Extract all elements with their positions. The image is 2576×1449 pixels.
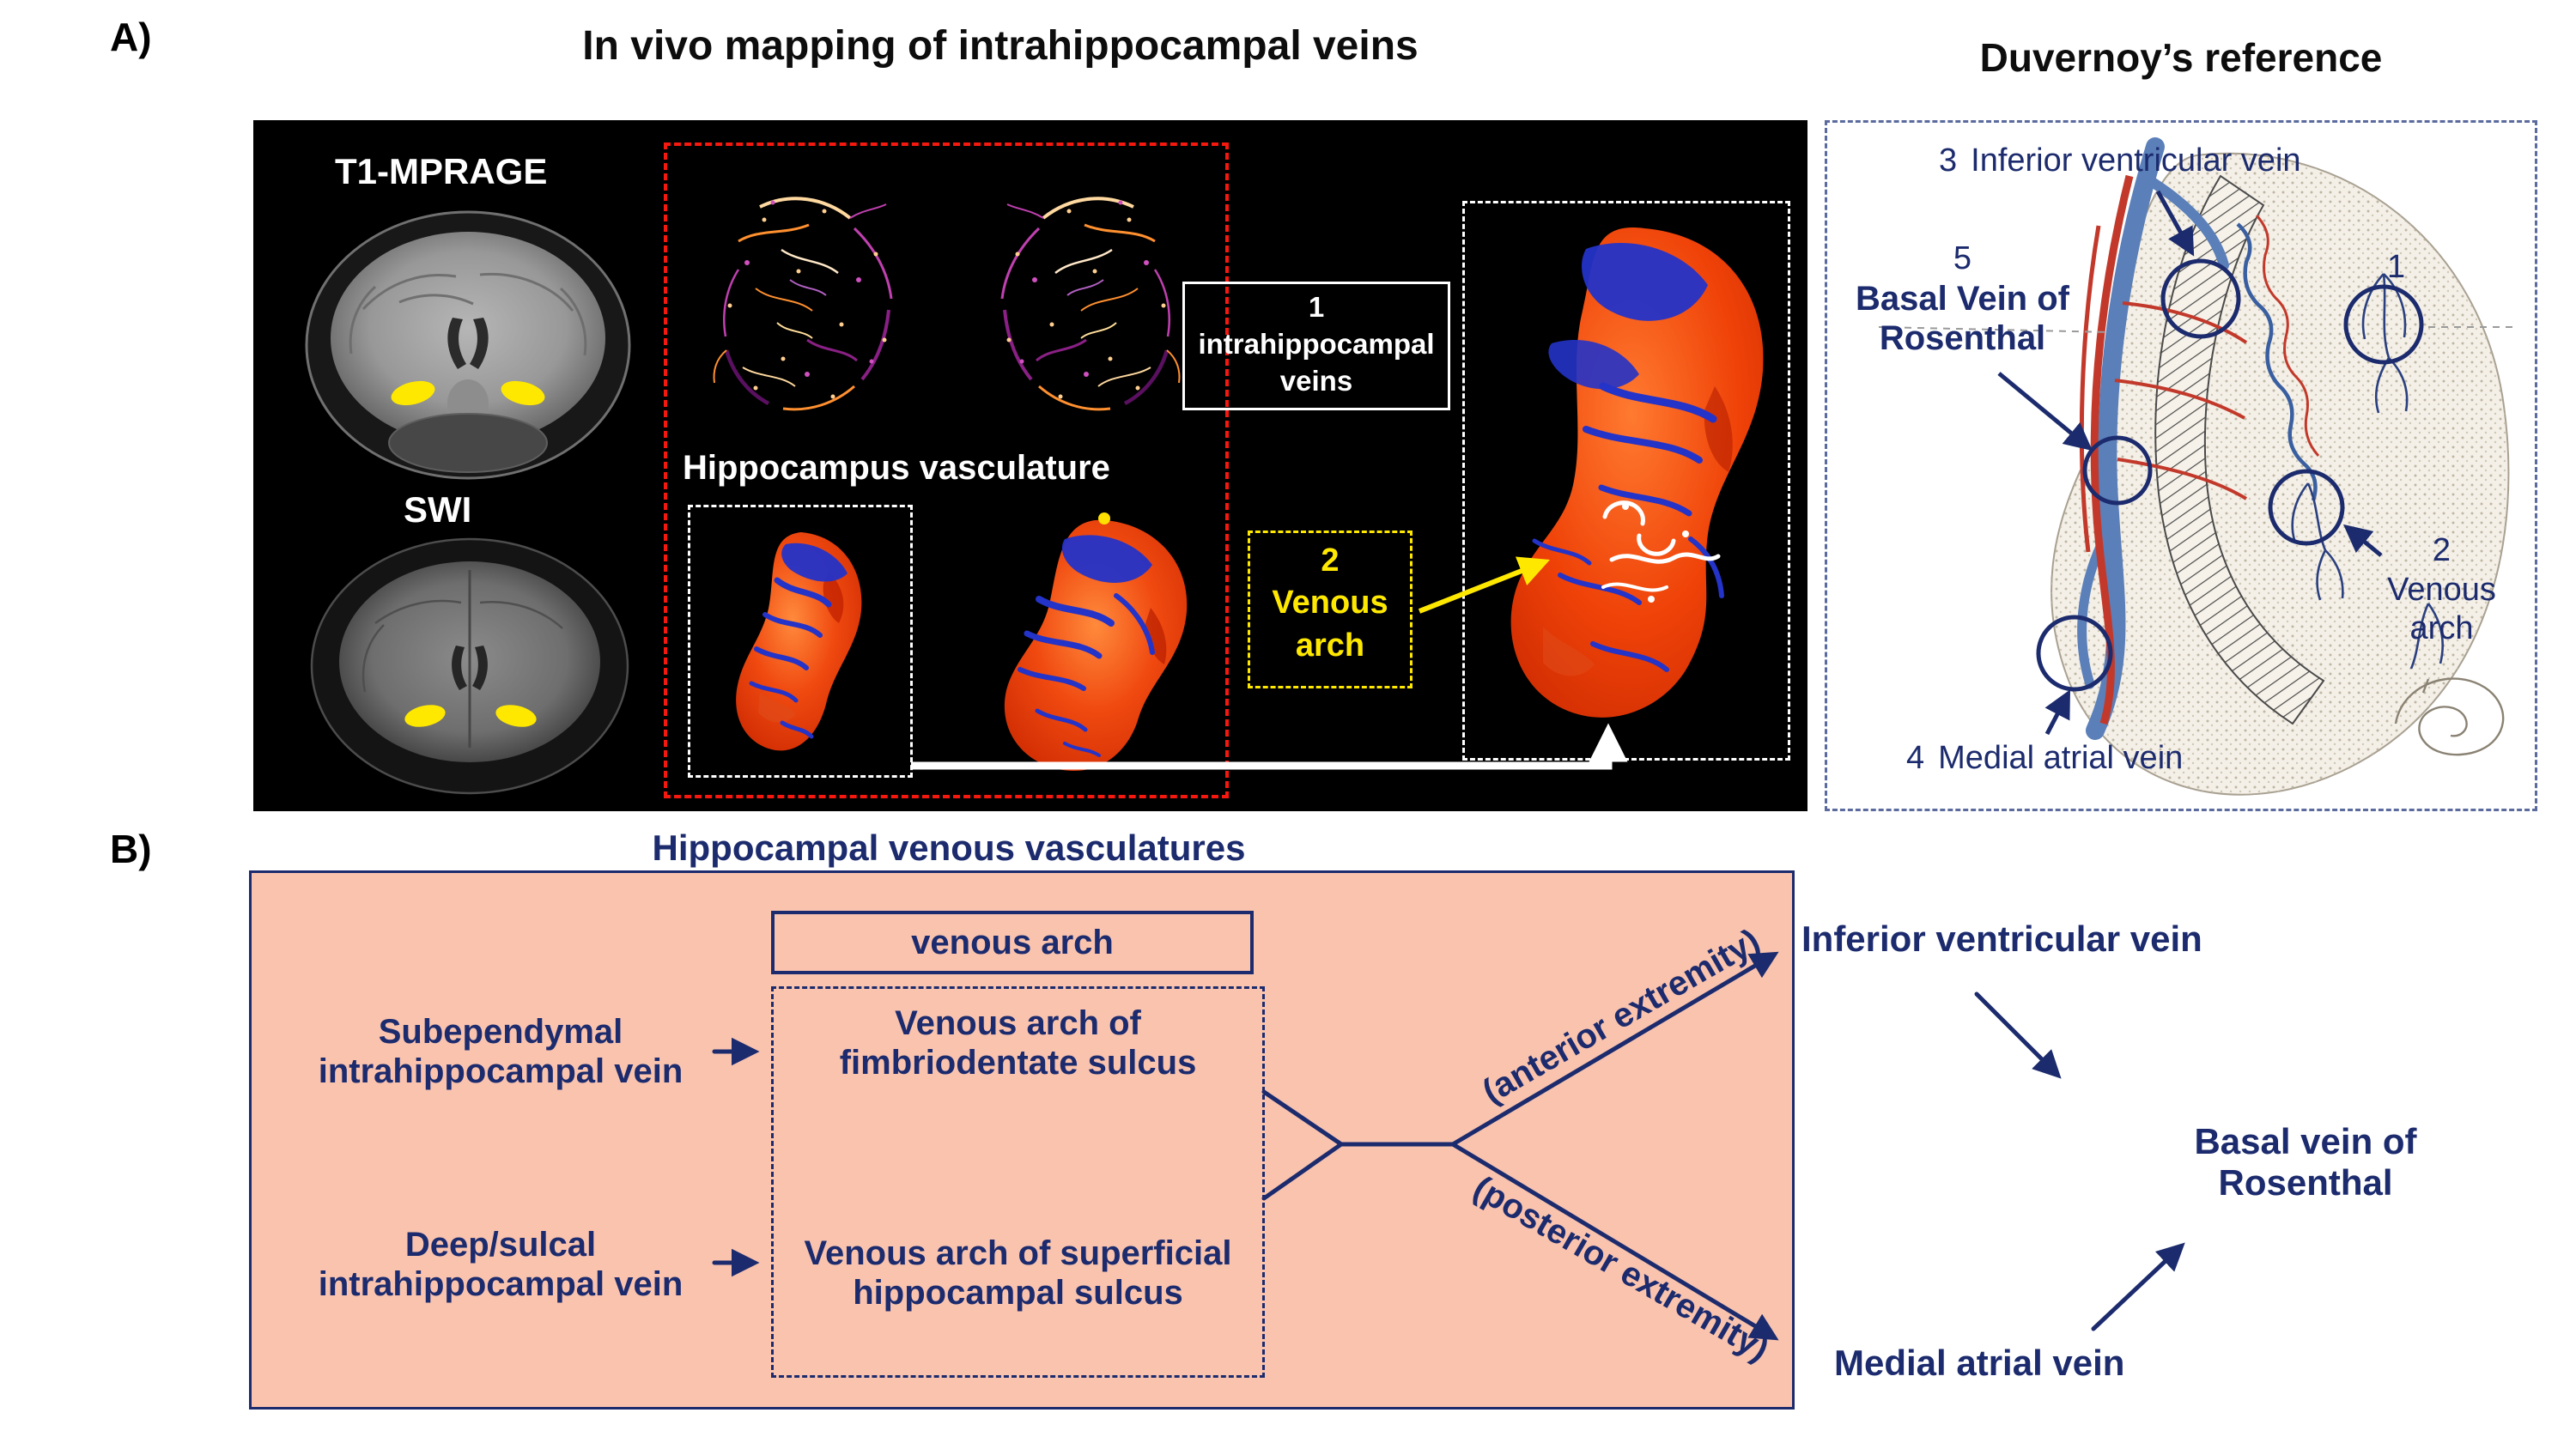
- callout-line: arch: [1295, 627, 1365, 664]
- label-line: Subependymal: [378, 1013, 623, 1051]
- label-line: intrahippocampal vein: [318, 1052, 683, 1090]
- callout-line: veins: [1279, 364, 1353, 397]
- label-text: Inferior ventricular vein: [1971, 142, 2301, 179]
- basal-vein-label: Basal vein of Rosenthal: [2151, 1121, 2460, 1204]
- label-line: Basal Vein of: [1856, 279, 2069, 318]
- label-line: Basal vein of: [2194, 1121, 2417, 1161]
- callout-line: intrahippocampal: [1198, 327, 1435, 360]
- medial-atrial-vein-label: Medial atrial vein: [1834, 1343, 2125, 1383]
- label-line: Venous arch of: [895, 1004, 1141, 1042]
- duvernoy-title: Duvernoy’s reference: [1979, 35, 2383, 80]
- panel-b-letter: B): [110, 827, 152, 871]
- label-line: Rosenthal: [2218, 1162, 2393, 1203]
- label-line: Deep/sulcal: [404, 1226, 597, 1264]
- hippocampus-seg-zoom: [1510, 227, 1764, 718]
- vasculature-roi-red-box: [664, 142, 1229, 798]
- hippocampus-vasculature-label: Hippocampus vasculature: [683, 449, 1110, 487]
- vessel-map-left: [678, 160, 940, 443]
- vessel-map-right: [953, 160, 1215, 443]
- panel-a-title: In vivo mapping of intrahippocampal vein…: [582, 23, 1419, 69]
- t1-mprage-label: T1-MPRAGE: [335, 151, 548, 191]
- venous-arch-callout: 2 Venous arch: [1248, 530, 1413, 688]
- label-number: 5: [1953, 240, 1972, 276]
- label-line: Rosenthal: [1879, 318, 2046, 357]
- swi-image: [310, 537, 629, 795]
- label-line: intrahippocampal vein: [318, 1265, 683, 1303]
- label-arrows: [1997, 190, 2383, 736]
- duvernoy-label-venous-arch: 2 Venous arch: [2366, 531, 2517, 649]
- label-number: 4: [1906, 740, 1925, 776]
- posterior-extremity-label: (posterior extremity): [1467, 1168, 1776, 1369]
- label-line: hippocampal sulcus: [853, 1274, 1183, 1312]
- hippocampus-seg-left-box: [688, 505, 913, 778]
- duvernoy-illustration: [1878, 137, 2514, 796]
- duvernoy-label-basal-vein: 5 Basal Vein of Rosenthal: [1832, 239, 2093, 358]
- duvernoy-panel: 3 Inferior ventricular vein 5 Basal Vein…: [1825, 120, 2537, 811]
- label-line: fimbriodentate sulcus: [839, 1044, 1197, 1082]
- venous-arch-header-label: venous arch: [911, 924, 1114, 961]
- hippocampus-highlight-left: [404, 705, 446, 727]
- panel-b-title: Hippocampal venous vasculatures: [652, 828, 1246, 868]
- callout-line: Venous: [1272, 585, 1388, 621]
- ivv-to-basal-arrow: [1974, 991, 2062, 1079]
- swi-label: SWI: [404, 489, 472, 530]
- hippocampus-inset-sketch: [2394, 677, 2505, 756]
- label-text: Medial atrial vein: [1938, 740, 2184, 776]
- t1-mprage-image: [305, 210, 631, 480]
- callout-number: 1: [1308, 291, 1325, 323]
- hippocampus-highlight-right: [495, 705, 537, 727]
- intrahippocampal-veins-callout: 1 intrahippocampal veins: [1182, 282, 1450, 410]
- hippocampus-seg-right: [1004, 512, 1188, 772]
- duvernoy-label-medial-atrial: 4 Medial atrial vein: [1906, 739, 2183, 779]
- inferior-ventricular-vein-label: Inferior ventricular vein: [1801, 919, 2202, 959]
- duvernoy-label-1: 1: [2387, 249, 2406, 285]
- venous-arch-annotation: [1601, 500, 1721, 603]
- callout-number: 2: [1321, 543, 1340, 579]
- label-line: Venous arch of superficial: [804, 1234, 1232, 1272]
- hippocampus-seg-left: [736, 532, 862, 751]
- hippocampal-venous-box: venous arch Venous arch of fimbriodentat…: [249, 870, 1795, 1410]
- fimbriodentate-arch-label: Venous arch of fimbriodentate sulcus: [780, 1003, 1256, 1082]
- panel-a-letter: A): [110, 15, 152, 59]
- label-number: 3: [1939, 142, 1958, 179]
- duvernoy-label-inferior-ventricular: 3 Inferior ventricular vein: [1939, 142, 2301, 181]
- highlight-circles: [2036, 258, 2424, 692]
- superficial-arch-label: Venous arch of superficial hippocampal s…: [780, 1234, 1256, 1313]
- hippocampus-highlight-right: [501, 380, 545, 406]
- mav-to-basal-arrow: [2091, 1242, 2185, 1331]
- anterior-extremity-label: (anterior extremity): [1476, 921, 1766, 1112]
- hippocampus-highlight-left: [391, 380, 435, 406]
- label-number: 2: [2432, 532, 2451, 568]
- invivo-black-panel: T1-MPRAGE SWI: [253, 120, 1807, 811]
- label-line: arch: [2409, 610, 2474, 647]
- deep-sulcal-vein-label: Deep/sulcal intrahippocampal vein: [290, 1225, 711, 1304]
- label-line: Venous: [2387, 571, 2496, 608]
- subependymal-vein-label: Subependymal intrahippocampal vein: [290, 1012, 711, 1091]
- venous-arch-header-box: venous arch: [771, 911, 1254, 974]
